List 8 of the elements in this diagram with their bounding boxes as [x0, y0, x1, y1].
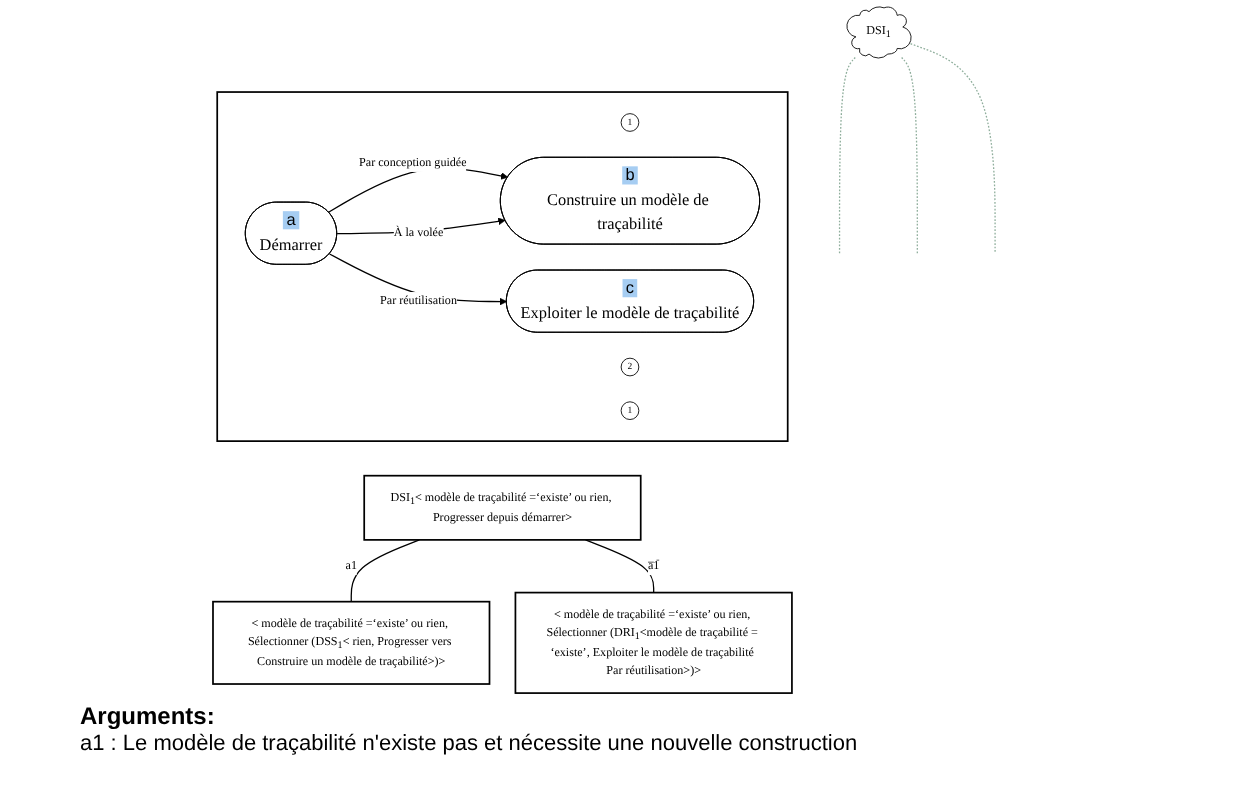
- heading: Arguments:: [80, 702, 217, 730]
- connector: [584, 539, 655, 594]
- cluster: [216, 91, 789, 442]
- connector: [350, 539, 421, 603]
- connector: [909, 43, 996, 255]
- note-text: a1 : Le modèle de traçabilité n'existe pas et nécessite une nouvelle construction: [80, 732, 860, 756]
- connector: [838, 56, 856, 255]
- connector: [901, 56, 918, 255]
